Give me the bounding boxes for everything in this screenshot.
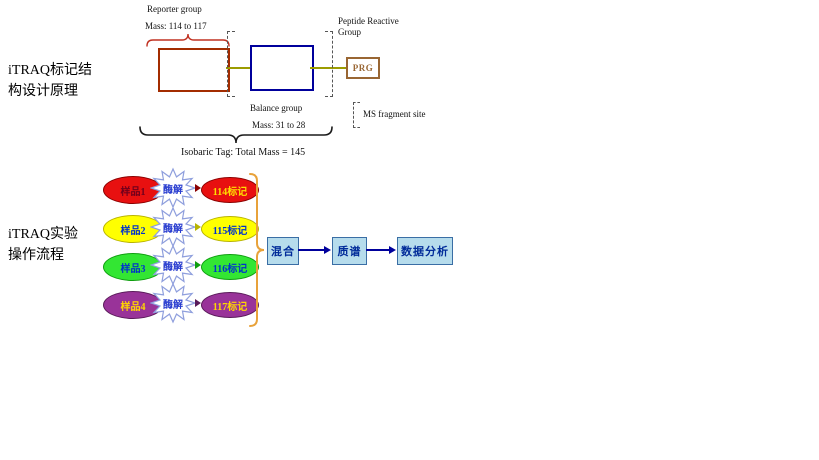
starburst-shape: [150, 167, 196, 209]
digestion-starburst: 酶解: [150, 282, 196, 324]
tag-ellipse: 117标记: [201, 292, 259, 318]
digestion-starburst: 酶解: [150, 206, 196, 248]
tag-ellipse: 115标记: [201, 216, 259, 242]
fragment-site-bracket-right: [325, 31, 333, 97]
balance-mass-label: Mass: 31 to 28: [252, 120, 306, 130]
reporter-brace-path: [146, 33, 230, 47]
peptide-reactive-label: Peptide Reactive Group: [338, 16, 399, 38]
digestion-label: 酶解: [163, 184, 183, 196]
row-arrow-icon: [195, 184, 201, 192]
balance-group-rect: [250, 45, 314, 91]
tag-ellipse: 116标记: [201, 254, 259, 280]
row-arrow-icon: [195, 261, 201, 269]
sample-ellipse: 样品2: [103, 215, 163, 243]
flow-section-title: iTRAQ实验操作流程: [8, 227, 78, 263]
connector-line-1: [226, 67, 250, 69]
reporter-group-label: Reporter group: [147, 4, 202, 14]
digestion-starburst: 酶解: [150, 244, 196, 286]
connector-line-2: [310, 67, 346, 69]
starburst-shape: [150, 244, 196, 286]
flow-row-2: 样品2 酶解 115标记: [100, 206, 270, 250]
fragment-site-bracket-left: [227, 31, 235, 97]
flow-row-1: 样品1 酶解 114标记: [100, 167, 270, 211]
row-arrow-icon: [195, 299, 201, 307]
prg-box: PRG: [346, 57, 380, 79]
sample-ellipse: 样品3: [103, 253, 163, 281]
collect-brace: [249, 173, 265, 327]
analysis-box: 数据分析: [397, 237, 453, 265]
row-arrow-icon: [195, 223, 201, 231]
digestion-starburst: 酶解: [150, 167, 196, 209]
arrow-mix-to-ms: [298, 245, 331, 255]
starburst-shape: [150, 282, 196, 324]
ms-box: 质谱: [332, 237, 367, 265]
mix-box: 混合: [267, 237, 299, 265]
isobaric-brace: [139, 126, 333, 144]
balance-group-label: Balance group: [250, 103, 303, 113]
isobaric-brace-path: [139, 126, 333, 144]
digestion-label: 酶解: [163, 299, 183, 311]
arrow-ms-to-analysis: [366, 245, 396, 255]
starburst-shape: [150, 206, 196, 248]
isobaric-total-label: Isobaric Tag: Total Mass = 145: [181, 147, 306, 158]
arrow-head-icon: [389, 246, 396, 254]
ms-fragment-bracket: [353, 102, 360, 128]
sample-ellipse: 样品4: [103, 291, 163, 319]
arrow-line: [366, 249, 389, 251]
tag-ellipse: 114标记: [201, 177, 259, 203]
arrow-head-icon: [324, 246, 331, 254]
digestion-label: 酶解: [163, 261, 183, 273]
reporter-group-rect: [158, 48, 230, 92]
flow-row-3: 样品3 酶解 116标记: [100, 244, 270, 288]
arrow-line: [298, 249, 324, 251]
ms-fragment-label: MS fragment site: [363, 109, 426, 119]
reporter-brace: [146, 33, 230, 47]
flow-row-4: 样品4 酶解 117标记: [100, 282, 270, 326]
digestion-label: 酶解: [163, 223, 183, 235]
principle-section-title: iTRAQ标记结构设计原理: [8, 63, 92, 99]
collect-brace-path: [249, 173, 265, 327]
reporter-mass-label: Mass: 114 to 117: [145, 21, 207, 31]
